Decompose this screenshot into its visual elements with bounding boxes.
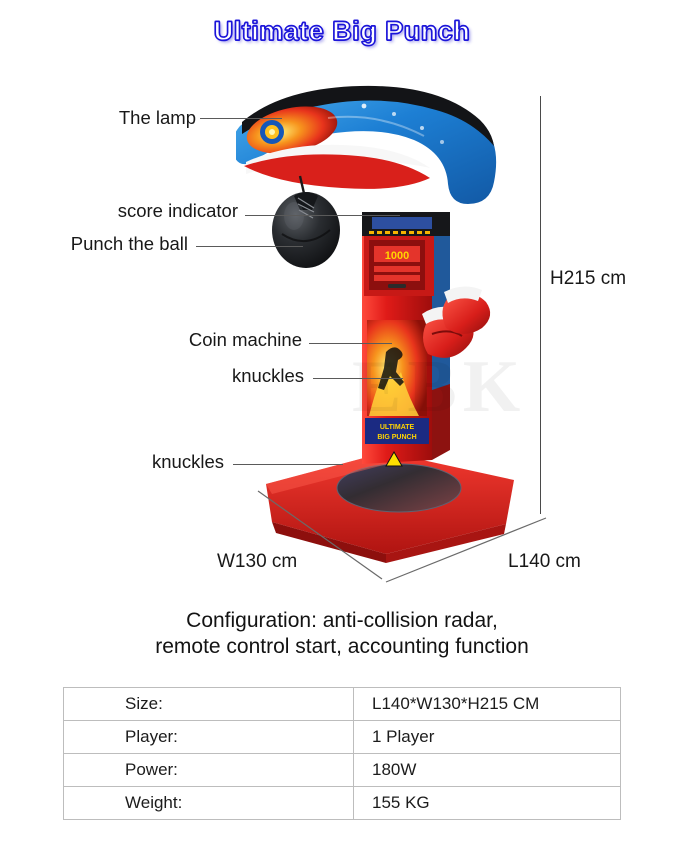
spec-value-size: L140*W130*H215 CM — [353, 687, 621, 721]
machine-base — [266, 452, 514, 563]
leader-line-coin-machine — [309, 343, 392, 344]
machine-arm — [232, 85, 497, 204]
table-row: Player: 1 Player — [63, 720, 621, 754]
spec-label-power: Power: — [63, 753, 354, 787]
configuration-line-1: Configuration: anti-collision radar, — [186, 609, 498, 632]
spec-value-weight: 155 KG — [353, 786, 621, 820]
spec-value-player: 1 Player — [353, 720, 621, 754]
punching-ball — [272, 175, 340, 268]
height-dimension-line — [540, 96, 541, 514]
configuration-text: Configuration: anti-collision radar, rem… — [0, 608, 684, 660]
boxing-gloves — [422, 286, 491, 358]
spec-label-size: Size: — [63, 687, 354, 721]
width-dimension-line — [257, 490, 383, 580]
dimension-width-label: W130 cm — [217, 551, 298, 572]
length-dimension-line — [385, 517, 547, 583]
leader-line-score-indicator — [245, 215, 400, 216]
spec-value-power: 180W — [353, 753, 621, 787]
table-row: Size: L140*W130*H215 CM — [63, 687, 621, 721]
callout-label-lamp: The lamp — [118, 107, 196, 128]
dimension-height-label: H215 cm — [550, 268, 627, 289]
machine-svg: ULTIMATE BIG PUNCH 1000 — [232, 85, 514, 563]
leader-line-lamp — [200, 118, 282, 119]
callout-label-knuckles-lower: knuckles — [152, 451, 224, 472]
spec-label-weight: Weight: — [63, 786, 354, 820]
table-row: Power: 180W — [63, 753, 621, 787]
svg-text:ULTIMATE: ULTIMATE — [380, 424, 415, 431]
callout-label-coin-machine: Coin machine — [188, 329, 302, 350]
specification-table: Size: L140*W130*H215 CM Player: 1 Player… — [63, 687, 621, 820]
dimension-length-label: L140 cm — [508, 551, 581, 572]
callout-label-punch-the-ball: Punch the ball — [70, 233, 188, 254]
callout-label-knuckles-upper: knuckles — [232, 365, 304, 386]
svg-text:1000: 1000 — [385, 250, 409, 262]
svg-text:BIG PUNCH: BIG PUNCH — [377, 434, 416, 441]
configuration-line-2: remote control start, accounting functio… — [155, 635, 529, 658]
spec-label-player: Player: — [63, 720, 354, 754]
page-title: Ultimate Big Punch — [213, 15, 471, 46]
leader-line-knuckles-upper — [313, 378, 403, 379]
table-row: Weight: 155 KG — [63, 786, 621, 820]
arcade-machine-illustration: ULTIMATE BIG PUNCH 1000 — [232, 84, 546, 564]
leader-line-knuckles-lower — [233, 464, 343, 465]
callout-label-score-indicator: score indicator — [117, 200, 238, 221]
leader-line-punch-the-ball — [196, 246, 303, 247]
